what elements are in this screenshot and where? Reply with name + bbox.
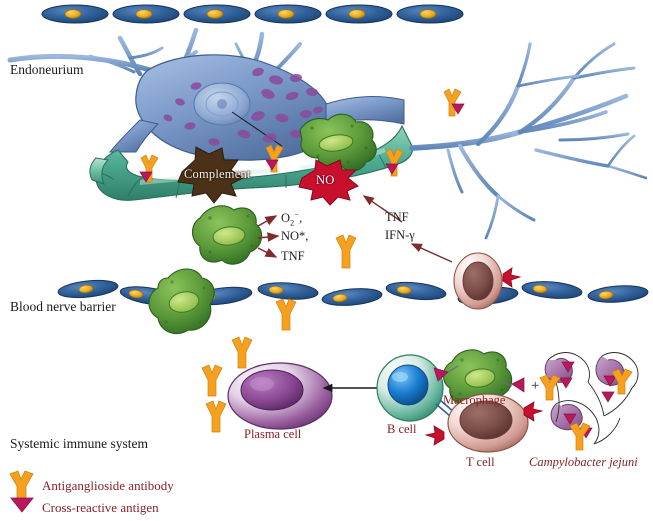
endothelial-cell	[521, 281, 583, 299]
antigen-triangle-icon	[139, 171, 153, 183]
macrophage-transmigrating	[148, 268, 215, 335]
antibody-y-icon	[611, 368, 633, 395]
legend-antibody-label: Antiganglioside antibody	[42, 478, 174, 493]
no-burst-icon	[298, 159, 359, 206]
no-label: NO	[316, 173, 335, 187]
mediator-arrows	[257, 215, 280, 258]
endothelial-cell-row-top	[41, 4, 464, 24]
antigen-triangle-icon	[561, 361, 575, 373]
macrophage-label: Macrophage	[443, 393, 506, 407]
endothelial-cell	[385, 281, 447, 301]
nerve-terminal-branches	[409, 42, 648, 240]
endothelial-cell	[257, 282, 319, 300]
antibody-y-icon	[443, 88, 462, 117]
antigen-triangle-icon	[10, 497, 34, 513]
complement-label: Complement	[184, 167, 251, 181]
antigen-triangle-icon	[511, 377, 525, 393]
plus-sign-label: +	[531, 378, 540, 394]
endothelial-cell	[183, 4, 251, 24]
t-cell-label: T cell	[466, 455, 495, 469]
neuron-cell-body	[108, 54, 405, 161]
blood-nerve-barrier-label: Blood nerve barrier	[10, 299, 116, 314]
macrophage-on-axon	[299, 113, 377, 172]
antigen-triangle-icon	[433, 367, 449, 382]
antibody-y-icon	[569, 422, 591, 451]
b-cell-label: B cell	[387, 422, 417, 436]
legend-antigen-label: Cross-reactive antigen	[42, 500, 159, 515]
endothelial-cell	[112, 4, 180, 24]
antigen-triangle-icon	[559, 377, 573, 389]
antigen-triangle-icon	[603, 375, 617, 387]
endothelial-cell	[254, 4, 322, 24]
plasma-cell-label: Plasma cell	[244, 427, 302, 441]
endothelial-cell	[325, 4, 393, 24]
lymphocyte-crossing-barrier	[453, 252, 503, 310]
antigen-triangle-icon	[451, 103, 465, 115]
endoneurium-label: Endoneurium	[10, 62, 84, 77]
plasma-cell	[227, 362, 333, 430]
cytokine-tnf-label: TNF	[385, 210, 409, 224]
antibody-y-icon	[231, 336, 253, 369]
t-cell-receptor-icon	[424, 401, 544, 446]
antigen-triangle-icon	[563, 413, 577, 425]
antigen-triangle-icon	[601, 391, 615, 403]
antibody-y-icon	[201, 364, 223, 397]
systemic-immune-system-label: Systemic immune system	[10, 436, 148, 451]
mediator-superoxide-label: O2−,	[281, 209, 303, 228]
endothelial-cell	[41, 4, 109, 24]
antibody-y-icon	[9, 470, 34, 503]
antibody-antigen-markers	[9, 88, 633, 513]
antigen-triangle-icon	[265, 159, 279, 171]
antibody-y-icon	[205, 400, 227, 433]
antibody-y-icon	[275, 298, 297, 331]
antibody-y-icon	[335, 234, 357, 269]
endothelial-cell	[321, 288, 383, 306]
campylobacter-label: Campylobacter jejuni	[529, 455, 638, 469]
endothelial-cell	[396, 4, 464, 24]
antigen-triangle-icon	[385, 163, 399, 175]
endothelial-cell-row-barrier	[57, 279, 649, 306]
t-cell-receptor-icon	[502, 267, 522, 288]
complement-burst-icon	[177, 146, 244, 204]
macrophage-free-midleft	[191, 205, 263, 265]
t-cell	[447, 393, 529, 453]
cytokine-ifng-label: IFN-γ	[385, 228, 415, 242]
endothelial-cell	[57, 279, 119, 299]
antibody-y-icon	[539, 374, 561, 401]
endothelial-cell	[587, 285, 649, 303]
cytokine-arrow	[362, 195, 453, 263]
nissl-bodies	[163, 67, 323, 146]
campylobacter-bacteria	[544, 352, 639, 445]
mediator-tnf-label: TNF	[281, 249, 305, 263]
mediator-no-label: NO*,	[281, 229, 309, 243]
